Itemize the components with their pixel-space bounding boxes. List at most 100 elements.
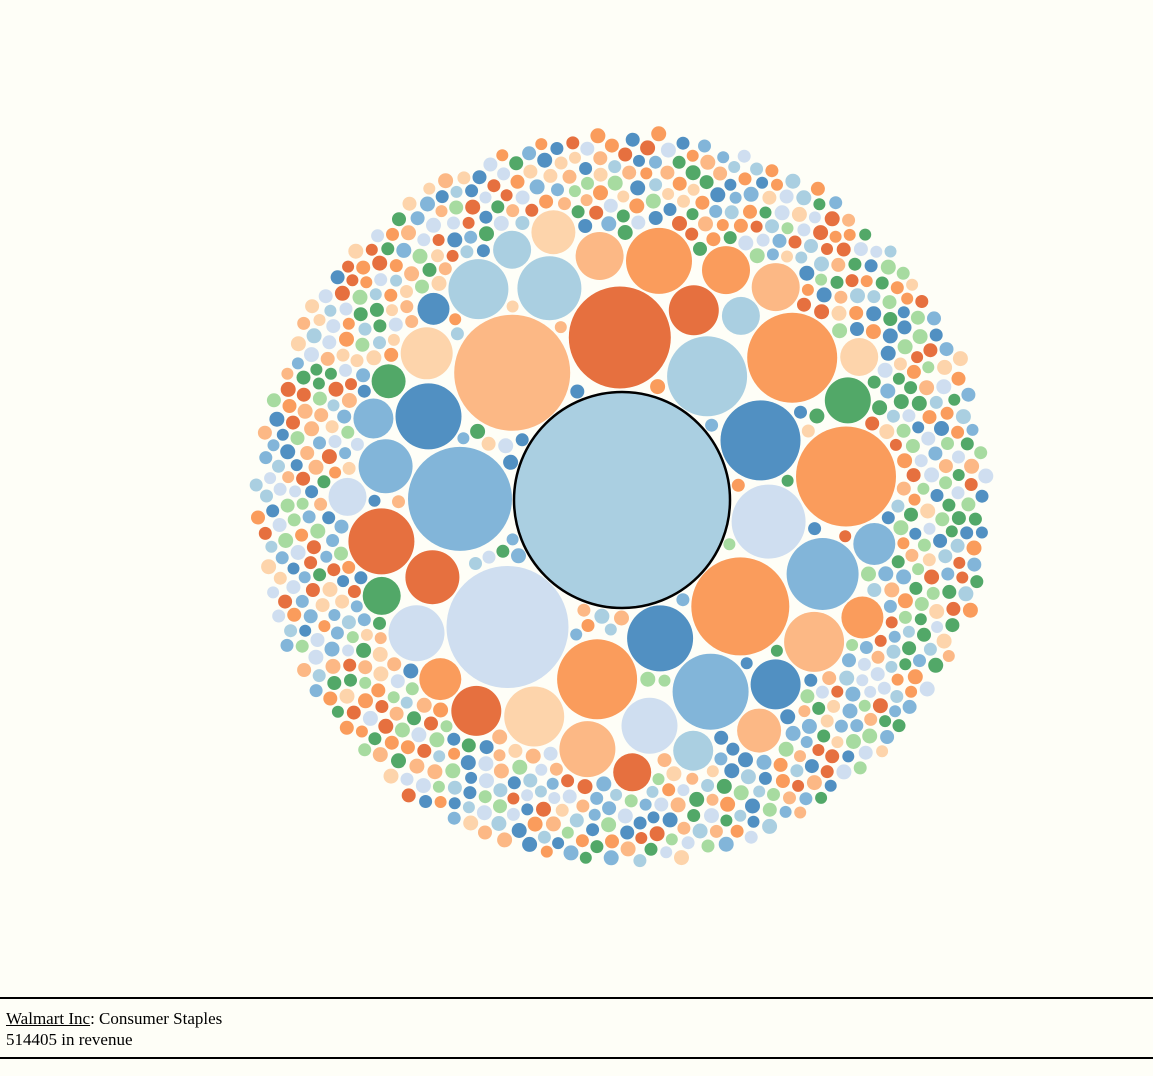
bubble-245[interactable] [827, 699, 841, 713]
bubble-80[interactable] [554, 321, 567, 334]
bubble-37[interactable] [853, 523, 896, 565]
bubble-430[interactable] [445, 763, 461, 779]
bubble-210[interactable] [877, 362, 893, 378]
bubble-215[interactable] [663, 203, 677, 216]
bubble-165[interactable] [831, 305, 847, 321]
bubble-286[interactable] [320, 550, 333, 563]
bubble-5[interactable] [408, 446, 512, 551]
bubble-143[interactable] [334, 519, 349, 534]
bubble-654[interactable] [890, 281, 904, 295]
bubble-520[interactable] [479, 191, 492, 204]
bubble-776[interactable] [853, 761, 867, 775]
bubble-17[interactable] [405, 550, 460, 605]
bubble-613[interactable] [476, 805, 492, 821]
bubble-523[interactable] [917, 627, 931, 642]
bubble-817[interactable] [305, 299, 320, 314]
bubble-401[interactable] [324, 367, 337, 380]
bubble-106[interactable] [373, 616, 386, 630]
bubble-325[interactable] [447, 232, 463, 248]
bubble-812[interactable] [272, 609, 286, 623]
bubble-268[interactable] [341, 615, 356, 630]
bubble-467[interactable] [753, 785, 766, 798]
bubble-457[interactable] [939, 476, 953, 490]
bubble-390[interactable] [864, 685, 877, 698]
bubble-393[interactable] [515, 190, 530, 205]
bubble-822[interactable] [876, 745, 889, 758]
bubble-selected[interactable] [512, 390, 732, 610]
bubble-558[interactable] [310, 633, 325, 647]
bubble-628[interactable] [605, 834, 619, 849]
bubble-134[interactable] [549, 762, 563, 776]
bubble-655[interactable] [910, 310, 925, 325]
bubble-600[interactable] [561, 826, 574, 839]
bubble-438[interactable] [296, 497, 309, 510]
bubble-783[interactable] [718, 836, 734, 852]
bubble-227[interactable] [893, 394, 909, 410]
bubble-570[interactable] [360, 276, 373, 289]
bubble-263[interactable] [400, 285, 413, 298]
bubble-1[interactable] [454, 314, 571, 431]
bubble-112[interactable] [822, 671, 837, 686]
bubble-625[interactable] [635, 832, 648, 844]
bubble-391[interactable] [758, 771, 772, 785]
bubble-78[interactable] [809, 408, 825, 424]
bubble-290[interactable] [845, 686, 861, 702]
bubble-827[interactable] [280, 638, 294, 652]
bubble-753[interactable] [281, 367, 294, 380]
bubble-519[interactable] [872, 698, 888, 714]
bubble-187[interactable] [341, 393, 357, 408]
bubble-437[interactable] [858, 699, 871, 712]
bubble-759[interactable] [258, 526, 272, 540]
bubble-420[interactable] [924, 569, 940, 585]
bubble-326[interactable] [800, 736, 813, 748]
bubble-236[interactable] [479, 226, 494, 242]
bubble-490[interactable] [850, 719, 864, 733]
bubble-448[interactable] [295, 528, 309, 542]
bubble-750[interactable] [259, 451, 273, 465]
bubble-736[interactable] [717, 151, 730, 164]
bubble-278[interactable] [795, 251, 808, 264]
bubble-807[interactable] [540, 845, 553, 858]
bubble-126[interactable] [867, 375, 881, 389]
bubble-337[interactable] [654, 797, 669, 812]
bubble-56[interactable] [506, 533, 519, 546]
bubble-228[interactable] [447, 732, 461, 746]
bubble-515[interactable] [543, 168, 558, 183]
bubble-16[interactable] [668, 285, 719, 336]
bubble-395[interactable] [617, 808, 633, 824]
bubble-577[interactable] [792, 779, 805, 792]
bubble-598[interactable] [864, 259, 878, 273]
bubble-788[interactable] [906, 278, 919, 291]
bubble-246[interactable] [373, 319, 387, 333]
bubble-591[interactable] [296, 370, 311, 385]
bubble-533[interactable] [586, 823, 600, 837]
bubble-594[interactable] [829, 230, 842, 243]
bubble-636[interactable] [762, 802, 777, 817]
bubble-604[interactable] [554, 156, 568, 170]
bubble-682[interactable] [472, 170, 487, 185]
bubble-660[interactable] [491, 816, 507, 831]
bubble-321[interactable] [917, 538, 931, 552]
bubble-819[interactable] [942, 650, 955, 662]
bubble-365[interactable] [328, 609, 341, 621]
bubble-162[interactable] [596, 776, 612, 792]
bubble-483[interactable] [358, 693, 373, 709]
bubble-586[interactable] [523, 164, 538, 179]
bubble-488[interactable] [400, 740, 415, 755]
bubble-684[interactable] [509, 156, 524, 171]
bubble-829[interactable] [884, 245, 897, 258]
bubble-518[interactable] [322, 335, 337, 350]
bubble-718[interactable] [269, 411, 285, 427]
bubble-421[interactable] [304, 556, 318, 570]
bubble-57[interactable] [723, 538, 736, 551]
bubble-791[interactable] [348, 243, 364, 259]
bubble-699[interactable] [771, 178, 783, 191]
bubble-585[interactable] [435, 205, 448, 218]
bubble-706[interactable] [799, 792, 813, 806]
bubble-573[interactable] [372, 255, 388, 271]
bubble-809[interactable] [297, 316, 311, 330]
bubble-388[interactable] [930, 489, 944, 502]
bubble-153[interactable] [738, 235, 754, 251]
bubble-298[interactable] [387, 691, 400, 704]
bubble-338[interactable] [662, 188, 675, 200]
